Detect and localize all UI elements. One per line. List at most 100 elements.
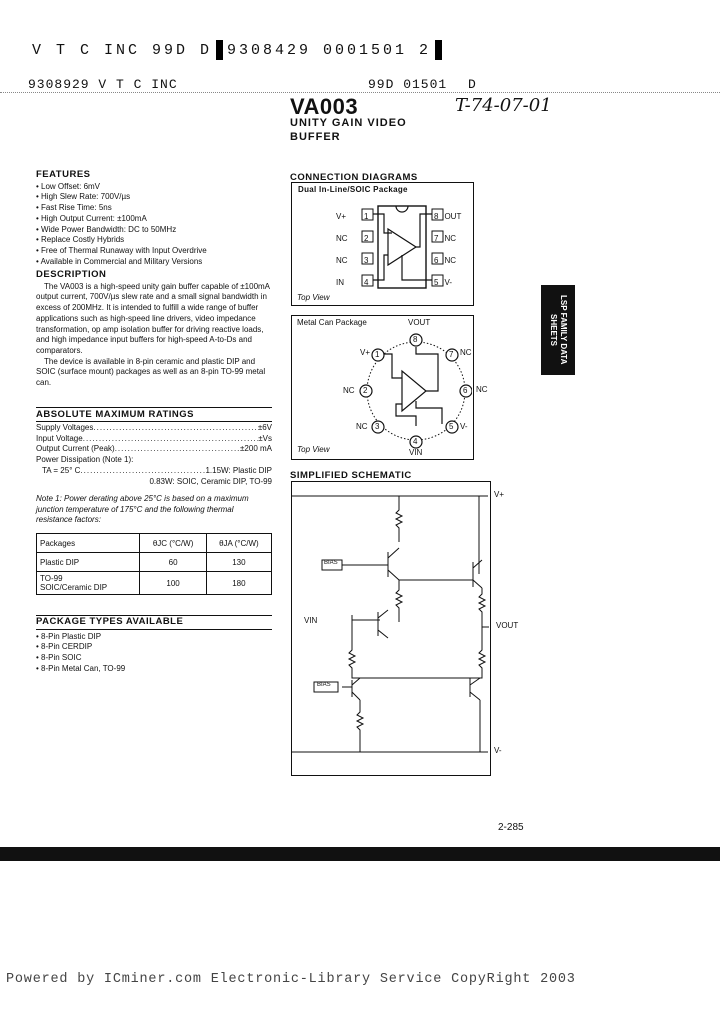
power-dissipation-label: Power Dissipation (Note 1): (36, 455, 134, 465)
feature-item: • Available in Commercial and Military V… (36, 256, 203, 266)
resistor-right-mid (477, 642, 487, 670)
dip-pin-left: V+1 (336, 212, 369, 221)
resistor-mid-left (394, 580, 404, 622)
footer-text: Powered by ICminer.com Electronic-Librar… (6, 972, 576, 987)
can-pin-num-4: 4 (413, 437, 418, 446)
can-buffer-triangle (401, 369, 427, 413)
header-line-2: 9308929 V T C INC 99D 01501 D (28, 77, 548, 92)
header-company-code: V T C INC 99D D (32, 41, 213, 59)
table-cell: Plastic DIP (35, 552, 141, 572)
feature-item: • High Slew Rate: 700V/µs (36, 192, 131, 202)
transistor-q4-legs (351, 677, 361, 701)
resistor-top-left (394, 496, 404, 542)
thermal-resistance-table: Packages θJC (°C/W) θJA (°C/W) Plastic D… (35, 533, 273, 595)
package-rule-top (36, 615, 272, 616)
output-node (481, 622, 489, 642)
package-item: • 8-Pin Plastic DIP (36, 631, 102, 641)
can-pin-4 (409, 435, 423, 449)
can-pin-5 (445, 420, 459, 434)
header-doc-code: 9308429 0001501 2 (227, 41, 432, 59)
table-cell: 60 (139, 552, 207, 572)
bias1-box (321, 559, 343, 571)
dip-title: Dual In-Line/SOIC Package (298, 185, 408, 194)
resistor-right-top (477, 588, 487, 622)
schematic-label-vplus: V+ (494, 490, 505, 499)
features-section: FEATURES • Low Offset: 6mV • High Slew R… (36, 169, 276, 267)
connection-diagrams-heading: CONNECTION DIAGRAMS (290, 172, 418, 183)
can-pin-7 (445, 348, 459, 362)
can-pin-num-5: 5 (449, 422, 454, 431)
schematic-label-vin: VIN (304, 616, 318, 625)
schematic-label-bias2: BIAS (317, 682, 331, 688)
metal-can-diagram: Metal Can Package 8 7 6 5 4 3 2 1 VOUT V… (291, 315, 474, 460)
table-header-cell: θJA (°C/W) (205, 533, 273, 553)
pin-box (361, 230, 374, 243)
ratings-list: Supply Voltages±6V Input Voltage±Vs Outp… (36, 423, 272, 487)
transistor-q1-legs (387, 547, 400, 581)
package-item: • 8-Pin SOIC (36, 653, 82, 663)
wire-out (416, 213, 432, 248)
can-label-vout: VOUT (408, 318, 431, 327)
package-rule-bottom (36, 628, 272, 630)
part-subtitle: UNITY GAIN VIDEO BUFFER (290, 116, 407, 144)
features-heading: FEATURES (36, 169, 91, 180)
dip-top-view-label: Top View (297, 293, 330, 302)
description-heading: DESCRIPTION (36, 269, 107, 280)
can-label-vplus: V+ (360, 348, 371, 357)
power-row-2: 0.83W: SOIC, Ceramic DIP, TO-99 (149, 476, 272, 486)
header-line2-mid: 99D 01501 (368, 77, 448, 92)
wire-vminus (401, 255, 432, 281)
resistor-left-mid (347, 642, 357, 670)
pin-box (361, 252, 374, 265)
can-wire-out (415, 347, 439, 392)
can-label-nc-top-right: NC (460, 348, 472, 357)
header-divider (0, 92, 720, 93)
metal-can-svg (359, 333, 472, 449)
schematic-svg (292, 495, 489, 753)
page-number: 2-285 (498, 822, 524, 833)
feature-item: • Wide Power Bandwidth: DC to 50MHz (36, 224, 177, 234)
schematic-diagram: BIAS BIAS VIN (291, 481, 491, 776)
mid-bus (351, 670, 483, 679)
wire-vplus (373, 213, 392, 234)
table-header-cell: Packages (35, 533, 141, 553)
feature-item: • Replace Costly Hybrids (36, 235, 125, 245)
feature-item: • Free of Thermal Runaway with Input Ove… (36, 245, 207, 255)
feature-item: • High Output Current: ±100mA (36, 213, 147, 223)
subtitle-line-2: BUFFER (290, 131, 341, 143)
ratings-heading: ABSOLUTE MAXIMUM RATINGS (36, 409, 195, 420)
subtitle-line-1: UNITY GAIN VIDEO (290, 117, 407, 129)
transistor-q3-legs (472, 559, 483, 589)
rating-row: Output Current (Peak)±200 mA (36, 444, 272, 455)
description-paragraph-1: The VA003 is a high-speed unity gain buf… (36, 281, 270, 355)
table-cell: 100 (139, 571, 207, 595)
can-pin-2 (359, 384, 373, 398)
schematic-label-vout: VOUT (496, 621, 519, 630)
can-pin-1 (371, 348, 385, 362)
header-line-1: V T C INC 99D D 9308429 0001501 2 (32, 40, 446, 60)
can-pin-num-3: 3 (375, 422, 380, 431)
transistor-q2-legs (377, 609, 389, 639)
can-wire-vin (395, 403, 417, 426)
resistor-bottom-left (355, 700, 365, 752)
input-node (351, 615, 380, 642)
package-item: • 8-Pin CERDIP (36, 642, 93, 652)
header-marker-block-2 (435, 40, 443, 60)
header-line2-left: 9308929 V T C INC (28, 77, 178, 92)
can-pin-6 (459, 384, 472, 398)
dip-notch (395, 205, 409, 213)
ratings-rule-bottom (36, 421, 272, 422)
feature-item: • Fast Rise Time: 5ns (36, 203, 112, 213)
can-label-nc-bottom-left: NC (356, 422, 368, 431)
dip-package-svg (361, 205, 444, 289)
rating-row: Supply Voltages±6V (36, 423, 272, 434)
table-row: Plastic DIP 60 130 (35, 552, 273, 572)
schematic-label-bias1: BIAS (324, 560, 338, 566)
part-title: VA003 (290, 94, 359, 119)
